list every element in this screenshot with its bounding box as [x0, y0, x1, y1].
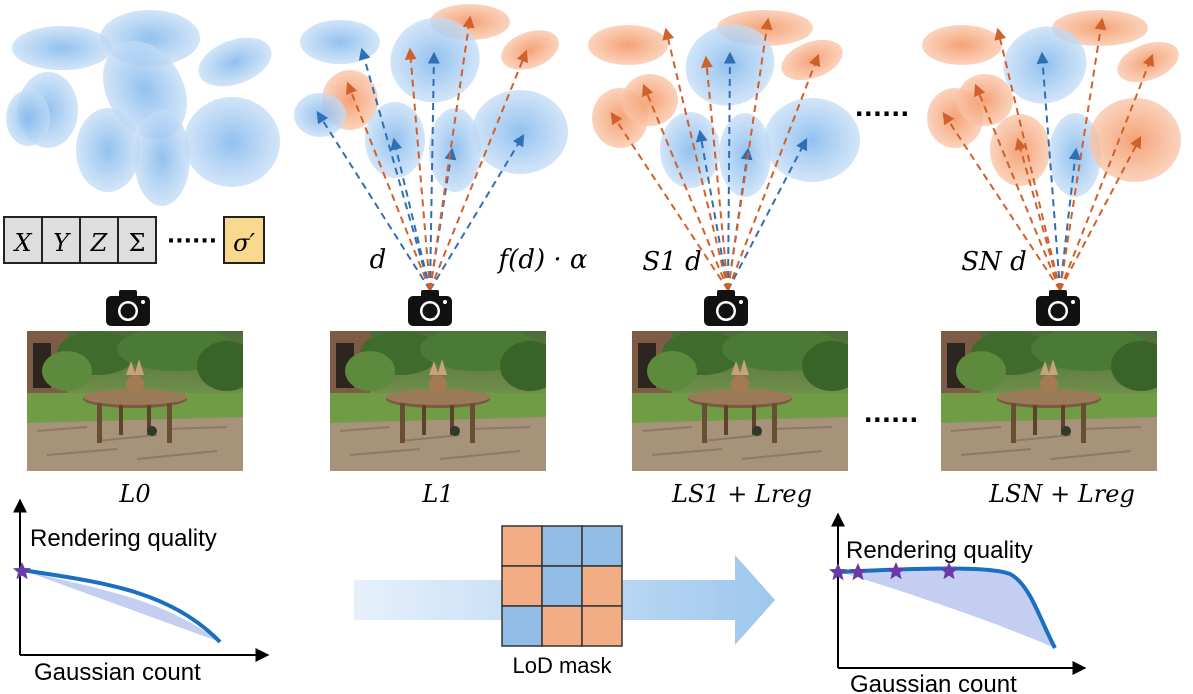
loss-label-0: L0: [118, 480, 150, 508]
attribute-vector: X Y Z Σ ······ σ′: [3, 216, 265, 264]
loss-label-1: L1: [421, 480, 453, 508]
gaussian-cloud-2: [588, 10, 860, 197]
plot-left-title: Rendering quality: [30, 525, 217, 552]
loss-label-n: LSN + Lreg: [988, 480, 1135, 508]
lod-mask-grid: [501, 525, 623, 647]
attribute-x: X: [12, 229, 32, 257]
rendered-image-1: [330, 331, 546, 471]
rendered-image-0: [27, 331, 243, 471]
rendered-image-n: [941, 331, 1157, 471]
ray-fan-2: [610, 17, 821, 291]
plot-left-xlabel: Gaussian count: [34, 659, 201, 686]
quality-plot-before: Rendering quality Gaussian count: [13, 498, 270, 686]
camera-icon: [704, 290, 748, 326]
stage1-label-d: d: [370, 245, 387, 275]
ray-fan-n: [942, 17, 1155, 291]
gaussian-cloud-0: [6, 10, 280, 206]
plot-right-title: Rendering quality: [846, 537, 1033, 564]
ray-fan-1: [316, 15, 528, 291]
ellipsis-bottom: ······: [864, 406, 919, 434]
attribute-opacity: σ′: [233, 229, 255, 257]
stage2-label-s1d: S1 d: [642, 247, 701, 277]
quality-plot-after: Rendering quality Gaussian count: [829, 512, 1087, 694]
gaussian-cloud-1: [294, 4, 568, 192]
lod-mask-label: LoD mask: [512, 653, 612, 678]
camera-icon: [1036, 290, 1080, 326]
plot-right-xlabel: Gaussian count: [850, 671, 1017, 694]
stagen-label-snd: SN d: [961, 247, 1026, 277]
attribute-y: Y: [53, 229, 71, 257]
camera-icon: [106, 290, 150, 326]
attribute-ellipsis: ······: [167, 229, 217, 254]
attribute-sigma: Σ: [129, 229, 146, 257]
gaussian-cloud-n: [922, 10, 1181, 197]
camera-icon: [408, 290, 452, 326]
ellipsis-top: ······: [855, 100, 910, 128]
rendered-image-2: [632, 331, 848, 471]
stage1-label-fd-alpha: f(d) · α: [497, 245, 588, 275]
attribute-z: Z: [90, 229, 109, 257]
loss-label-2: LS1 + Lreg: [671, 480, 812, 508]
